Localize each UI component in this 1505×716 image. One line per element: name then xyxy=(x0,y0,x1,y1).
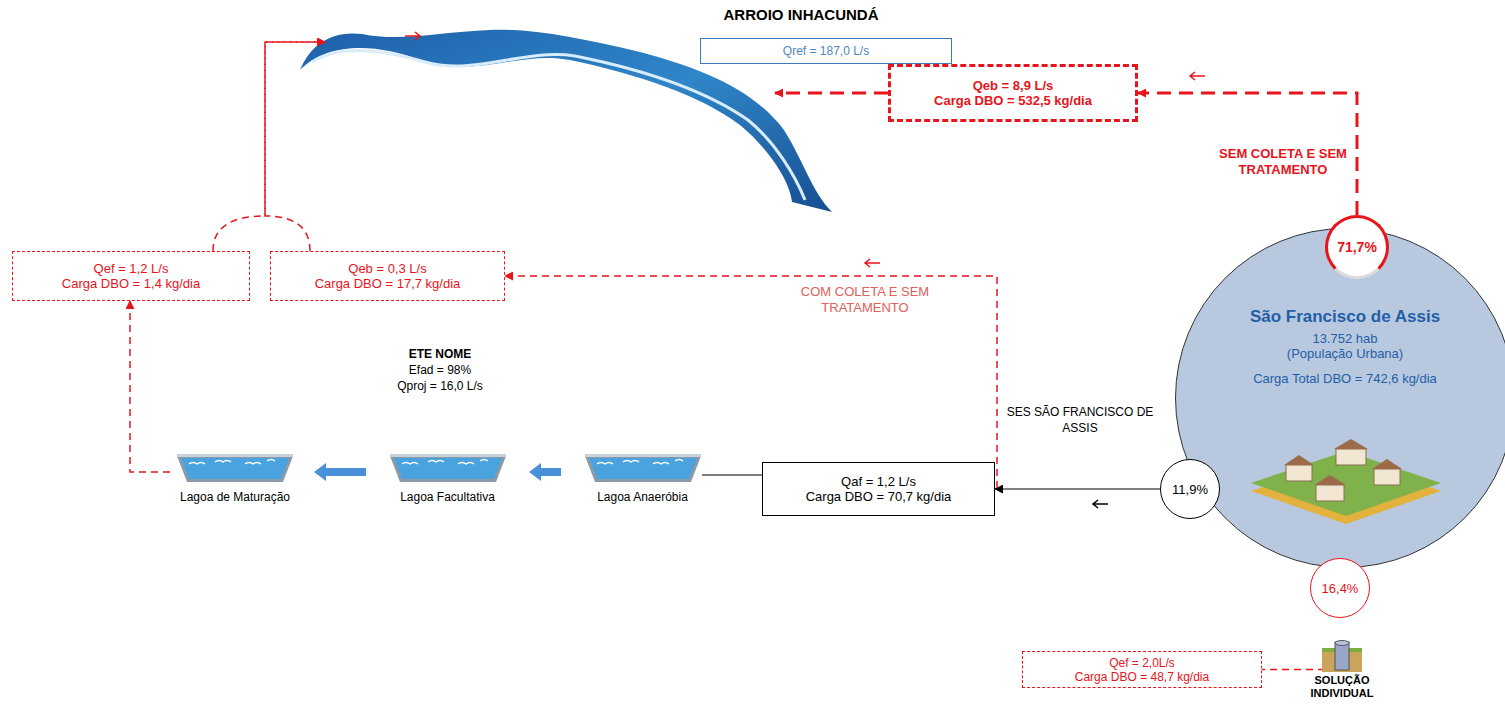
discharge-box: Qeb = 8,9 L/sCarga DBO = 532,5 kg/dia xyxy=(888,64,1138,122)
lagoon: Lagoa Anaeróbia xyxy=(565,452,720,512)
connector-label: SES SÃO FRANCISCO DE ASSIS xyxy=(1003,404,1157,436)
flow-arrow xyxy=(865,259,880,267)
node-text: São Francisco de Assis xyxy=(1176,307,1505,327)
node-text: Lagoa de Maturação xyxy=(160,490,310,504)
node-text: Carga DBO = 532,5 kg/dia xyxy=(934,93,1092,108)
river-highlight xyxy=(312,51,805,200)
node-text: Lagoa Facultativa xyxy=(370,490,525,504)
houses-illustration xyxy=(1246,419,1446,529)
discharge-box: Qeb = 0,3 L/sCarga DBO = 17,7 kg/dia xyxy=(270,251,505,301)
flow-block-arrow xyxy=(314,463,366,481)
node-text: Qref = 187,0 L/s xyxy=(783,44,869,58)
city-circle: São Francisco de Assis 13.752 hab(Populaç… xyxy=(1175,228,1505,568)
lagoon-icon xyxy=(175,452,295,486)
node-text: Qeb = 8,9 L/s xyxy=(973,78,1054,93)
dashed-flow-line xyxy=(775,92,888,95)
flow-block-arrow xyxy=(529,463,561,481)
dashed-flow-line xyxy=(1138,93,1357,215)
node-text: Qaf = 1,2 L/s xyxy=(841,474,916,489)
node-text: 71,7% xyxy=(1337,239,1377,255)
node-text: Qef = 2,0L/s xyxy=(1109,656,1175,670)
plant-name: ETE NOME xyxy=(360,346,520,362)
node-text: Qeb = 0,3 L/s xyxy=(348,261,426,276)
percent-circle: 11,9% xyxy=(1160,459,1220,519)
sewer-line xyxy=(702,474,762,475)
connector-label: SEM COLETA E SEM TRATAMENTO xyxy=(1215,146,1351,178)
percent-circle: 16,4% xyxy=(1310,558,1370,618)
dashed-flow-line xyxy=(1262,669,1325,671)
plant-info: ETE NOMEEfad = 98%Qproj = 16,0 L/s xyxy=(360,346,520,394)
node-text: Carga DBO = 48,7 kg/dia xyxy=(1075,670,1209,684)
node-text: 13.752 hab xyxy=(1176,331,1505,346)
inflow-box: Qaf = 1,2 L/sCarga DBO = 70,7 kg/dia xyxy=(762,462,995,516)
lagoon-icon xyxy=(388,452,508,486)
node-text: Carga Total DBO = 742,6 kg/dia xyxy=(1176,371,1505,386)
effluent-box: Qef = 2,0L/sCarga DBO = 48,7 kg/dia xyxy=(1022,651,1262,688)
lagoon-icon xyxy=(583,452,703,486)
plant-parameter: Qproj = 16,0 L/s xyxy=(360,378,520,394)
river-name: ARROIO INHACUNDÁ xyxy=(661,6,941,23)
lagoon: Lagoa Facultativa xyxy=(370,452,525,512)
flow-arrow xyxy=(1190,72,1205,80)
effluent-box: Qef = 1,2 L/sCarga DBO = 1,4 kg/dia xyxy=(12,251,250,301)
dashed-flow-line xyxy=(213,42,325,251)
flow-arrow xyxy=(405,32,420,40)
individual-solution: SOLUÇÃO INDIVIDUAL xyxy=(1300,640,1384,712)
node-text: Carga DBO = 1,4 kg/dia xyxy=(62,276,200,291)
node-text: 16,4% xyxy=(1322,581,1359,596)
plant-parameter: Efad = 98% xyxy=(360,362,520,378)
node-text: Carga DBO = 70,7 kg/dia xyxy=(806,489,952,504)
node-text: 11,9% xyxy=(1172,482,1208,497)
node-text: Carga DBO = 17,7 kg/dia xyxy=(315,276,461,291)
node-text: Lagoa Anaeróbia xyxy=(565,490,720,504)
lagoon: Lagoa de Maturação xyxy=(160,452,310,512)
reference-flow-box: ARROIO INHACUNDÁQref = 187,0 L/s xyxy=(700,38,952,64)
percent-circle: 71,7% xyxy=(1325,215,1389,279)
flow-arrow xyxy=(1093,500,1108,508)
node-text: Qef = 1,2 L/s xyxy=(94,261,169,276)
septic-tank-icon xyxy=(1322,640,1362,672)
dashed-flow-line xyxy=(130,301,170,472)
node-text: (População Urbana) xyxy=(1176,346,1505,361)
node-text: SOLUÇÃO INDIVIDUAL xyxy=(1300,674,1384,700)
dashed-flow-line xyxy=(505,276,997,488)
sewer-line xyxy=(995,488,1160,489)
connector-label: COM COLETA E SEM TRATAMENTO xyxy=(770,284,960,316)
dashed-flow-line xyxy=(265,42,325,251)
